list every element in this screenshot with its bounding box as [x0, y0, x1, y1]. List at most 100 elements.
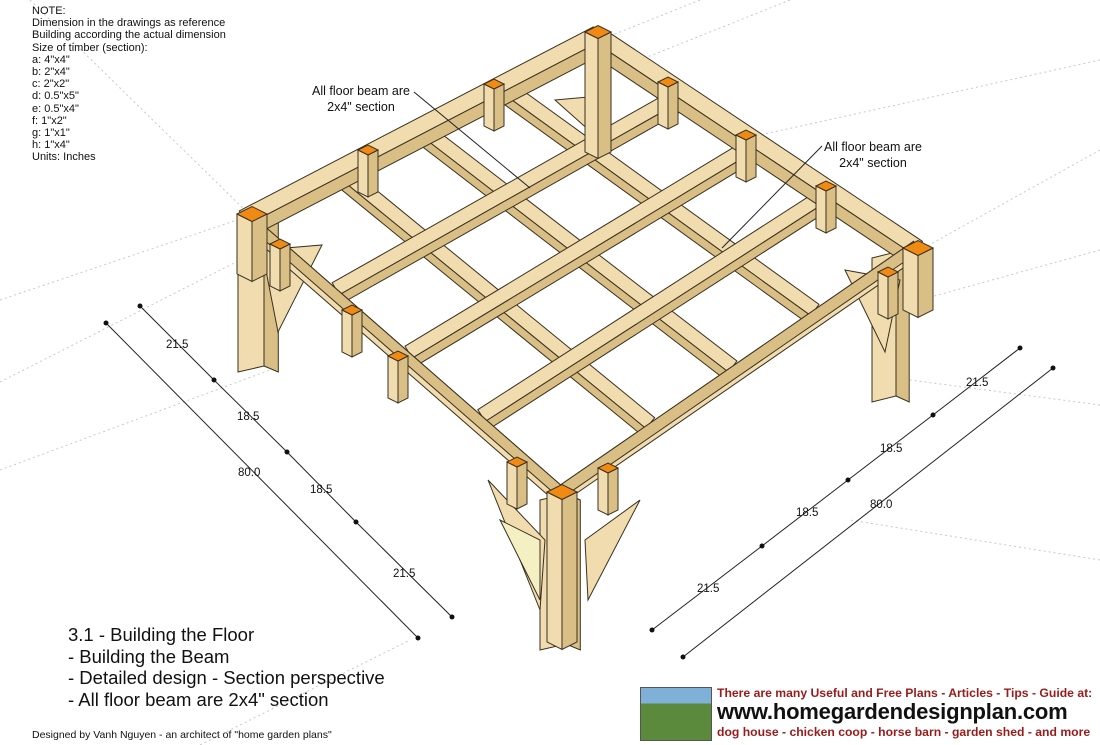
caption-title: 3.1 - Building the Floor — [68, 624, 255, 645]
note-line: c: 2"x2" — [32, 78, 70, 91]
website-banner[interactable]: There are many Useful and Free Plans - A… — [640, 686, 1096, 742]
stud-post-top — [356, 144, 380, 156]
banner-logo-image — [640, 687, 712, 741]
note-line: a: 4"x4" — [32, 53, 70, 66]
stud-post-face — [387, 355, 399, 404]
stud-post-side — [516, 461, 528, 510]
dim-line-right-tick — [930, 412, 936, 418]
guide-line — [599, 0, 701, 41]
dim-right-1: 21.5 — [966, 377, 988, 389]
caption-line: - Detailed design - Section perspective — [68, 667, 385, 689]
stud-post-face — [877, 271, 889, 320]
dim-right-3: 18.5 — [796, 507, 818, 519]
stud-post-top — [814, 180, 838, 192]
note-line: h: 1"x4" — [32, 139, 70, 152]
dim-left-3: 18.5 — [310, 484, 332, 496]
stud-post-top — [876, 266, 900, 278]
dim-right-total: 80.0 — [870, 499, 892, 511]
dim-right-2: 18.5 — [880, 443, 902, 455]
note-line: Building according the actual dimension — [32, 29, 226, 42]
caption-line: - All floor beam are 2x4" section — [68, 688, 329, 710]
note-line: g: 1"x1" — [32, 127, 70, 140]
callout-left-leader — [413, 91, 531, 189]
vertical-posts — [235, 24, 935, 651]
note-line: Units: Inches — [32, 151, 96, 164]
stud-post-side — [887, 271, 899, 320]
callout-right: All floor beam are 2x4" section — [824, 139, 922, 171]
corner-post-right-top — [901, 239, 935, 257]
note-line: e: 0.5"x4" — [32, 102, 79, 115]
guide-line — [0, 217, 244, 301]
stud-post-top — [386, 350, 410, 362]
dim-left-total: 80.0 — [238, 467, 260, 479]
caption-line: - Building the Beam — [68, 645, 230, 667]
stud-post-top — [268, 238, 292, 250]
guide-line — [29, 0, 251, 216]
corner-post-left-face — [236, 213, 253, 283]
stud-post-top — [656, 76, 680, 88]
stud-post-side — [493, 83, 505, 132]
callout-right-line2: 2x4" section — [839, 156, 907, 170]
guide-line — [759, 59, 1100, 136]
stud-post-face — [483, 83, 495, 132]
guide-line — [639, 0, 791, 61]
guide-line — [0, 369, 271, 471]
dimension-lines: 21.518.518.521.580.021.518.518.521.580.0 — [103, 91, 1056, 660]
note-line: b: 2"x4" — [32, 66, 70, 79]
corner-post-back-side — [597, 31, 612, 160]
note-line: d: 0.5"x5" — [32, 90, 79, 103]
note-line: Dimension in the drawings as reference — [32, 17, 226, 30]
callout-left-line2: 2x4" section — [327, 100, 395, 114]
corner-post-left-side — [251, 213, 268, 283]
stud-post-face — [506, 461, 518, 510]
corner-post-front-side — [561, 491, 578, 651]
stud-post-side — [279, 243, 291, 292]
dim-line-left-total-tick — [415, 635, 421, 641]
diagonal-brace — [584, 499, 641, 602]
dim-left-2: 18.5 — [237, 411, 259, 423]
corner-post-left-top — [235, 205, 269, 223]
dim-line-right-total-tick — [680, 654, 686, 660]
stud-post-face — [357, 149, 369, 198]
callout-left: All floor beam are 2x4" section — [312, 83, 410, 115]
frame-beam-side-0 — [246, 40, 602, 240]
stud-post-side — [667, 81, 679, 130]
dim-left-1: 21.5 — [166, 339, 188, 351]
designer-credit: Designed by Vanh Nguyen - an architect o… — [32, 729, 332, 741]
stud-post-side — [825, 185, 837, 234]
callout-right-line1: All floor beam are — [824, 140, 922, 154]
floor-joist-grid — [331, 81, 829, 440]
corner-post-right-side — [917, 247, 934, 319]
guide-line — [199, 639, 411, 745]
guide-line — [849, 519, 1100, 561]
corner-post-back-face — [584, 31, 599, 160]
stud-post-top — [596, 462, 620, 474]
note-line: f: 1"x2" — [32, 114, 67, 127]
stud-post-side — [745, 134, 757, 183]
dim-line-right-tick — [759, 543, 765, 549]
brace-panel — [498, 518, 541, 601]
banner-tagline: There are many Useful and Free Plans - A… — [717, 686, 1093, 700]
stud-post-face — [735, 134, 747, 183]
joist-cross-side — [484, 199, 829, 433]
corner-post-back-top — [583, 24, 613, 40]
guide-line — [919, 249, 1100, 301]
dim-line-right-tick — [845, 477, 851, 483]
dim-line-right-tick — [1017, 345, 1023, 351]
dim-line-right-total — [682, 367, 1054, 658]
dim-line-right-tick — [649, 627, 655, 633]
dim-line-left-total — [105, 322, 419, 639]
banner-url-link[interactable]: www.homegardendesignplan.com — [717, 699, 1068, 724]
callout-right-leader — [721, 145, 823, 249]
guide-line — [919, 149, 1100, 251]
dim-line-left-tick — [353, 519, 359, 525]
stud-post-face — [341, 309, 353, 358]
stud-post-face — [657, 81, 669, 130]
dim-right-4: 21.5 — [697, 583, 719, 595]
note-line: Size of timber (section): — [32, 41, 148, 54]
guide-line — [0, 259, 241, 383]
dim-line-left-total-tick — [103, 320, 109, 326]
dim-line-left-tick — [211, 377, 217, 383]
